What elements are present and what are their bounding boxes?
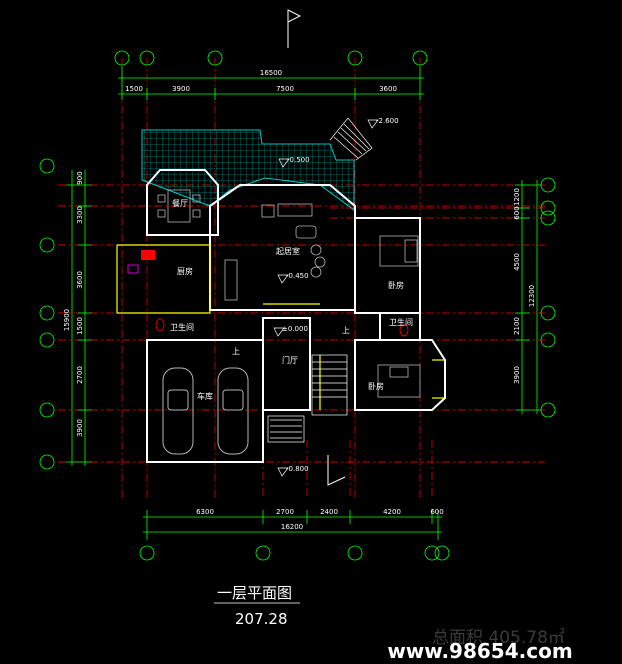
title-block: 一层平面图 207.28 总面积 405.78㎡ www.98654.com <box>214 584 573 663</box>
dim-top-4: 3600 <box>379 85 397 93</box>
windows <box>209 250 445 410</box>
dim-top-3: 7500 <box>276 85 294 93</box>
stair-up-left: 上 <box>232 347 240 356</box>
stove-icon <box>127 250 155 274</box>
dim-top-1: 1500 <box>125 85 143 93</box>
section-marker-icon <box>327 455 346 486</box>
room-bath-left: 卫生间 <box>170 322 194 332</box>
dim-right-overall: 12300 <box>528 285 536 307</box>
dim-left-overall: 15900 <box>63 309 71 331</box>
dim-bottom-4: 4200 <box>383 508 401 516</box>
room-labels: 餐厅 起居室 厨房 卫生间 车库 门厅 卧房 卫生间 卧房 上 上 <box>170 199 413 401</box>
dim-left-5: 2700 <box>76 366 84 384</box>
dim-bottom-3: 2400 <box>320 508 338 516</box>
room-foyer: 门厅 <box>282 355 298 365</box>
dim-top-overall: 16500 <box>260 69 282 77</box>
right-dimensions: 1200 600 4500 2100 3900 12300 <box>513 188 536 384</box>
walls <box>116 169 446 463</box>
watermark: www.98654.com <box>387 639 572 663</box>
toilet-icon <box>155 318 409 337</box>
dim-left-6: 3900 <box>76 419 84 437</box>
dining-table-icon <box>157 189 201 223</box>
room-bedroom-top: 卧房 <box>388 280 404 290</box>
left-dimensions: 900 3300 3600 1500 2700 3900 15900 <box>63 171 84 437</box>
outdoor-stair <box>329 117 373 161</box>
room-bedroom-bottom: 卧房 <box>368 381 384 391</box>
sofa-icon <box>224 203 326 301</box>
total-area: 总面积 405.78㎡ <box>432 628 565 648</box>
stair-up-mid: 上 <box>342 326 350 335</box>
elev-living: -0.450 <box>286 272 309 280</box>
grid-bubbles <box>39 50 556 561</box>
dim-left-4: 1500 <box>76 317 84 335</box>
dimension-lines <box>66 66 541 540</box>
dim-top-2: 3900 <box>172 85 190 93</box>
elev-entry: -0.800 <box>286 465 309 473</box>
room-dining: 餐厅 <box>172 199 188 208</box>
dim-right-1: 4500 <box>513 253 521 271</box>
elevation-marks: -2.600 -0.500 -0.450 ±0.000 -0.800 <box>273 117 399 477</box>
car-icon <box>162 367 249 455</box>
elev-terrace: -2.600 <box>376 117 399 125</box>
elev-porch: -0.500 <box>287 156 310 164</box>
top-dimensions: 16500 1500 3900 7500 3600 <box>125 69 397 93</box>
interior-stair <box>267 354 348 443</box>
room-living: 起居室 <box>276 246 300 256</box>
dim-left-2: 3300 <box>76 206 84 224</box>
dim-right-3: 3900 <box>513 366 521 384</box>
room-garage: 车库 <box>197 391 213 401</box>
dim-left-1: 900 <box>76 171 84 184</box>
drawing-title: 一层平面图 <box>217 584 292 602</box>
dim-left-3: 3600 <box>76 271 84 289</box>
floor-area: 207.28 <box>235 610 288 628</box>
elev-foyer: ±0.000 <box>282 325 308 333</box>
dim-right-2: 2100 <box>513 317 521 335</box>
dim-right-top: 1200 <box>513 188 521 206</box>
dim-bottom-1: 6300 <box>196 508 214 516</box>
bed-icon <box>377 235 421 398</box>
room-bath-right: 卫生间 <box>389 317 413 327</box>
dim-bottom-overall: 16200 <box>281 523 303 531</box>
dim-bottom-2: 2700 <box>276 508 294 516</box>
dim-bottom-5: 600 <box>430 508 443 516</box>
north-arrow-icon <box>287 9 302 48</box>
dim-right-top2: 600 <box>513 206 521 219</box>
bottom-dimensions: 6300 2700 2400 4200 600 16200 <box>196 508 444 531</box>
room-kitchen: 厨房 <box>177 266 193 276</box>
